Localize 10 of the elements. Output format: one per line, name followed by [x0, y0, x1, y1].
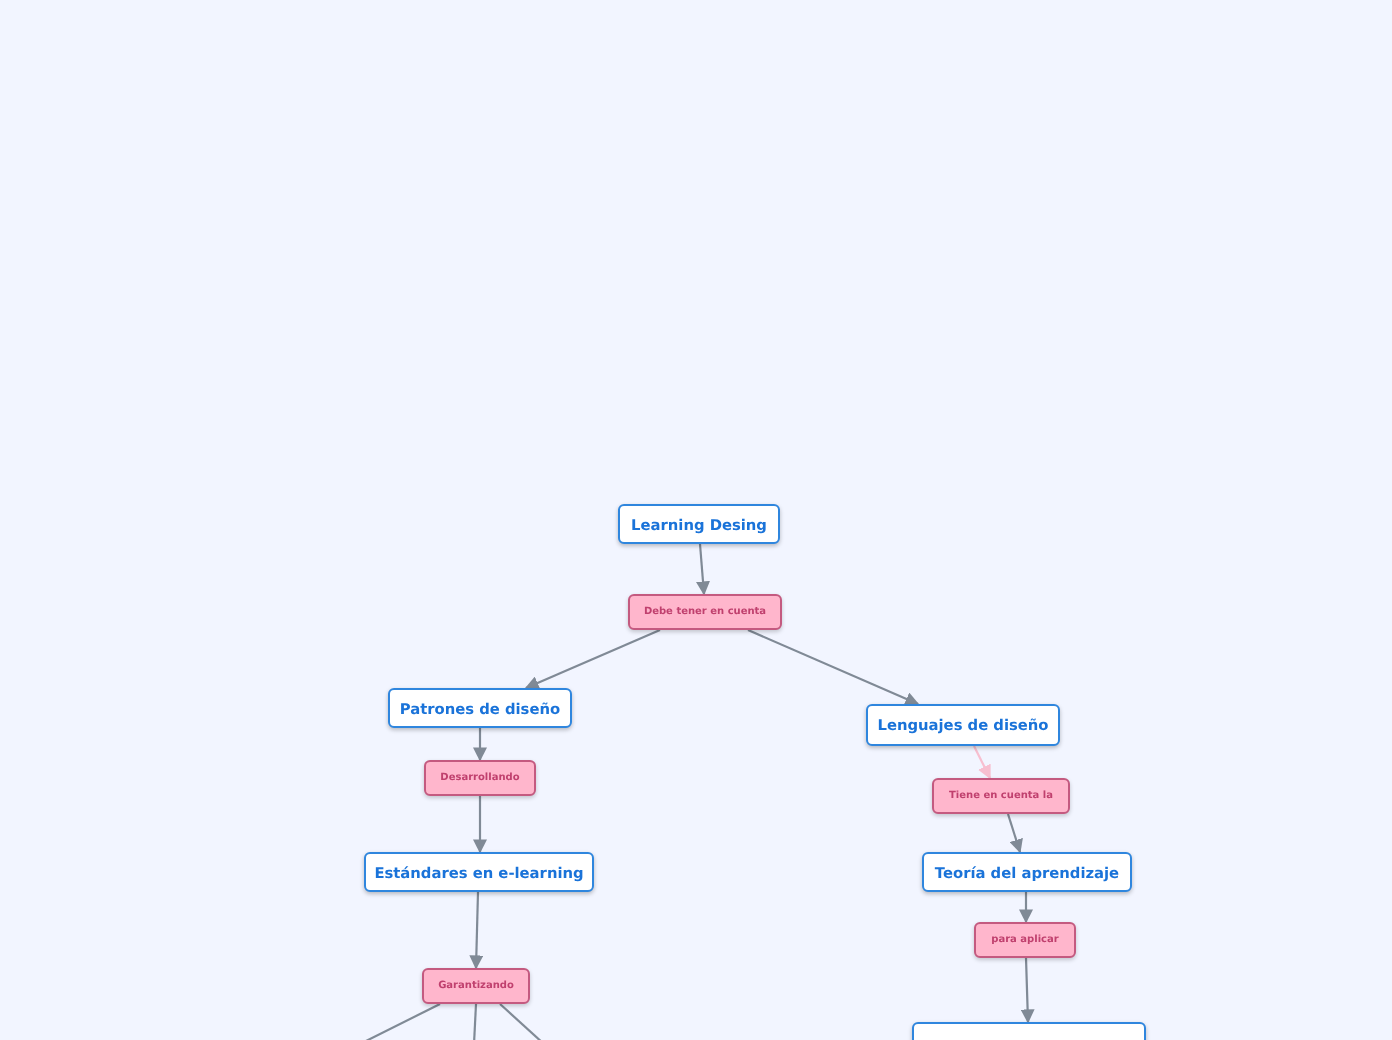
arrow [473, 796, 487, 854]
arrow [524, 629, 661, 690]
arrow [747, 629, 920, 706]
arrow [1006, 813, 1023, 854]
arrow [973, 745, 991, 780]
arrow [696, 543, 710, 596]
arrow [473, 728, 487, 762]
arrow [1020, 957, 1035, 1024]
arrow [1019, 892, 1033, 924]
arrow [469, 891, 484, 970]
